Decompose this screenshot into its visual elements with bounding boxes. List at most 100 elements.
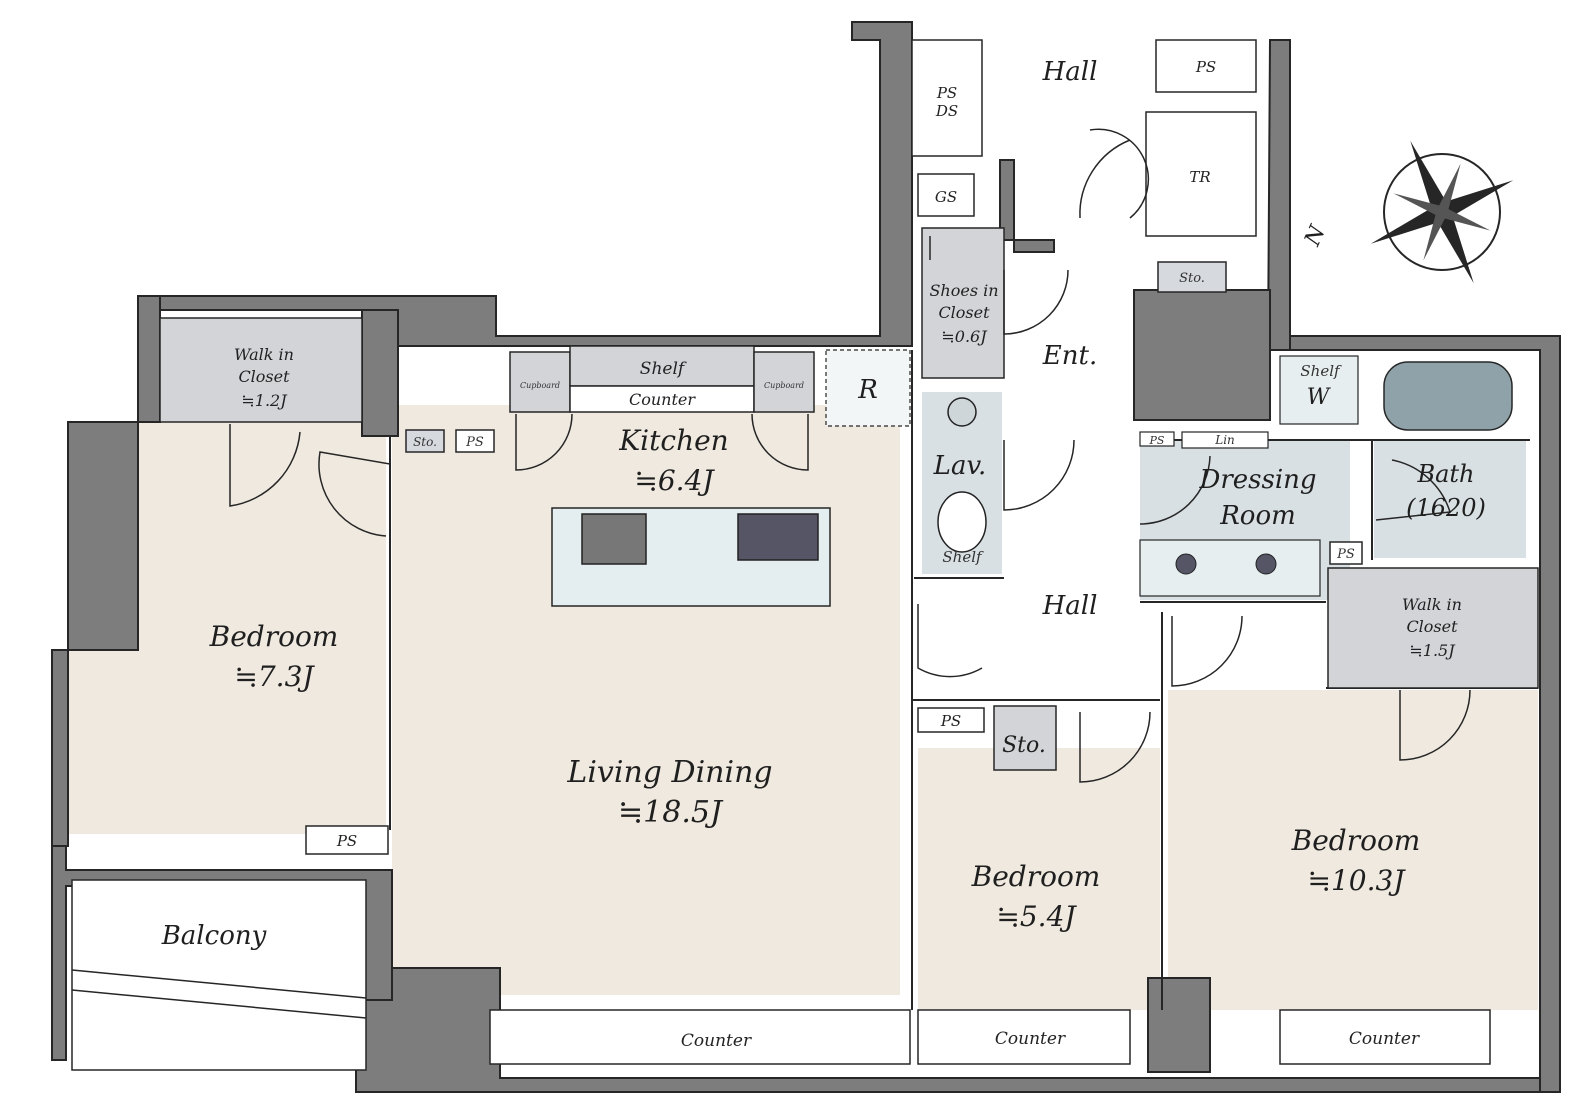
sto-label-west: Sto.	[413, 435, 437, 449]
closet-east-area: ≒1.5J	[1409, 641, 1456, 660]
room-label-hall-top: Hall	[1042, 57, 1098, 87]
room-label-hall-middle: Hall	[1042, 591, 1098, 621]
room-label-bath-size: (1620)	[1406, 494, 1486, 522]
ps-box-west	[455, 429, 495, 453]
vanity	[1139, 539, 1321, 597]
shoes-closet-line2: Closet	[938, 303, 990, 322]
room-label-bedroom-east: Bedroom	[1291, 824, 1421, 857]
kitchen-counter	[569, 385, 755, 413]
toilet	[937, 491, 987, 553]
ps-ds-label-line1: PS	[936, 84, 957, 102]
compass-icon	[1370, 140, 1514, 284]
living-counter	[489, 1009, 911, 1065]
sto-label-entry: Sto.	[1179, 271, 1205, 286]
walk-in-closet-east-box	[1327, 567, 1539, 689]
washer-shelf	[1279, 355, 1359, 425]
walls	[51, 21, 1561, 1093]
room-label-kitchen: Kitchen	[618, 424, 728, 457]
room-area-living-dining: ≒18.5J	[618, 795, 724, 830]
door-east-closet	[1399, 689, 1471, 761]
bathtub	[1383, 361, 1513, 431]
lav-basin	[947, 397, 977, 427]
ps-label-west: PS	[465, 435, 484, 450]
cupboard-label-left: Cupboard	[520, 381, 560, 390]
room-label-dressing-line2: Room	[1219, 501, 1296, 531]
ps-label-middle: PS	[940, 712, 961, 730]
door-dressing	[1139, 455, 1211, 525]
room-label-dressing-line1: Dressing	[1198, 465, 1316, 495]
tr-label: TR	[1189, 168, 1210, 186]
ps-label-dressing: PS	[1149, 434, 1165, 447]
sto-label-middle: Sto.	[1002, 733, 1046, 758]
counter-label-middle: Counter	[995, 1029, 1066, 1049]
ps-box-balcony	[305, 825, 389, 855]
door-middle-bedroom	[1079, 711, 1151, 783]
shoes-closet-area: ≒0.6J	[941, 327, 988, 346]
compass-ring-outer	[1383, 153, 1501, 271]
middle-bedroom-counter	[917, 1009, 1131, 1065]
sto-box-west	[405, 429, 445, 453]
washer-label: W	[1307, 385, 1332, 410]
closet-east-line2: Closet	[1406, 617, 1458, 636]
north-wall-segment	[138, 21, 913, 347]
floor-bath	[1374, 440, 1526, 558]
counter-label-kitchen: Counter	[629, 390, 696, 409]
floor-bedroom-middle	[918, 748, 1160, 1010]
door-lav	[1003, 439, 1075, 511]
kitchen-sink	[737, 513, 819, 561]
door-west-bedroom	[318, 451, 391, 537]
door-main-right	[1089, 128, 1150, 219]
walk-in-closet-west-box	[159, 317, 363, 423]
door-bath	[1375, 459, 1451, 521]
ps-label-wet: PS	[1336, 547, 1355, 562]
closet-west-line1: Walk in	[234, 345, 294, 364]
room-area-bedroom-east: ≒10.3J	[1307, 864, 1406, 897]
counter-label-living: Counter	[681, 1031, 752, 1051]
ps-ds-label-line2: DS	[935, 102, 958, 120]
door-main-left	[1079, 139, 1131, 219]
counter-label-east: Counter	[1349, 1029, 1420, 1049]
door-west-closet	[229, 424, 301, 507]
ps-ds-box	[911, 39, 983, 157]
refrigerator-space	[825, 349, 911, 427]
closet-west-area: ≒1.2J	[241, 391, 288, 410]
lin-label: Lin	[1214, 433, 1235, 447]
closet-east-line1: Walk in	[1402, 595, 1462, 614]
floor-living-dining	[392, 405, 900, 995]
ps-label-top: PS	[1195, 58, 1216, 76]
room-label-living-dining: Living Dining	[566, 755, 772, 790]
balcony-line-1	[71, 969, 367, 999]
doors	[229, 128, 1471, 783]
cooktop	[581, 513, 647, 565]
ps-label-balcony: PS	[336, 832, 357, 850]
shoes-closet-box	[921, 227, 1005, 379]
closet-west-line2: Closet	[238, 367, 290, 386]
door-east-bedroom	[1171, 615, 1243, 687]
door-kitchen-left	[515, 413, 573, 471]
sto-box-entry	[1157, 261, 1227, 293]
room-label-bedroom-west: Bedroom	[209, 620, 339, 653]
room-label-entrance: Ent.	[1042, 341, 1097, 371]
partitions	[389, 350, 1538, 1010]
gs-box	[917, 173, 975, 217]
ps-box-wet	[1329, 541, 1363, 565]
sto-box-middle	[993, 705, 1057, 771]
door-living	[917, 604, 983, 678]
cupboard-label-right: Cupboard	[764, 381, 804, 390]
ps-box-dressing	[1139, 431, 1175, 447]
balcony-floor	[71, 879, 367, 1071]
lin-box	[1181, 431, 1269, 449]
entrance-core	[1133, 289, 1271, 421]
vanity-basin-right	[1255, 553, 1277, 575]
room-label-bath: Bath	[1416, 460, 1474, 488]
shoes-closet-line1: Shoes in	[929, 281, 998, 300]
cupboard-right	[753, 351, 815, 413]
gs-label: GS	[935, 188, 957, 206]
balcony-line-2	[71, 989, 367, 1019]
compass-north-label: N	[1300, 221, 1331, 250]
floor-bedroom-east	[1168, 690, 1538, 1010]
room-area-bedroom-middle: ≒5.4J	[996, 900, 1077, 933]
room-area-kitchen: ≒6.4J	[634, 464, 715, 497]
compass-star-secondary	[1393, 163, 1491, 261]
